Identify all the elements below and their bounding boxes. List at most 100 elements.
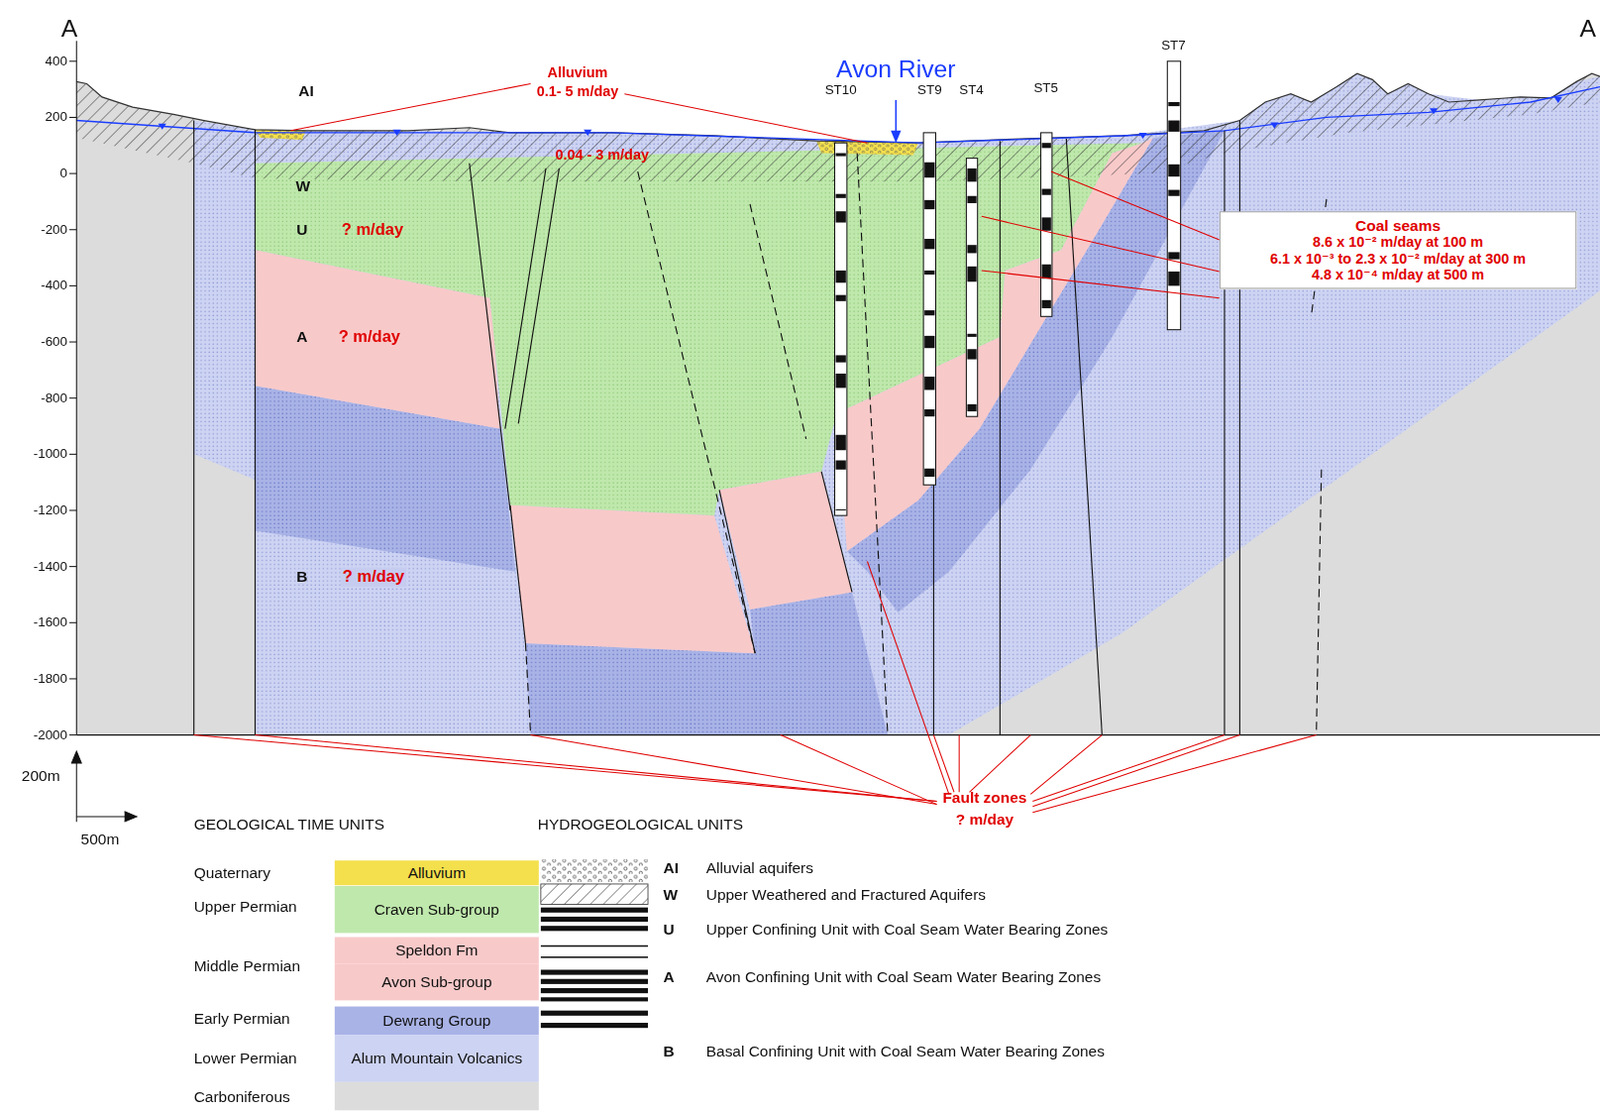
axis-tick-label: -2000 bbox=[33, 727, 68, 743]
coal-seam-bar bbox=[836, 194, 847, 199]
river-label: Avon River bbox=[836, 55, 956, 83]
conductivity-label: ? m/day bbox=[340, 567, 407, 586]
time-unit-label: Early Permian bbox=[194, 1009, 291, 1027]
legend-text: Craven Sub-group bbox=[374, 900, 500, 918]
axis-tick-label: -200 bbox=[40, 221, 68, 237]
coal-seam-bar bbox=[924, 200, 935, 210]
section-end-label: A bbox=[61, 14, 78, 42]
coal-seam-bar bbox=[924, 270, 935, 275]
callout-text: 6.1 x 10⁻³ to 2.3 x 10⁻² m/day at 300 m bbox=[1228, 250, 1568, 268]
unit-letter: U bbox=[662, 921, 674, 939]
legend-text: Speldon Fm bbox=[395, 941, 478, 959]
borehole-label: ST7 bbox=[1161, 38, 1186, 54]
callout-text: 4.8 x 10⁻⁴ m/day at 500 m bbox=[1228, 266, 1568, 284]
unit-letter: B bbox=[662, 1042, 674, 1060]
conductivity-label: ? m/day bbox=[341, 220, 404, 239]
coal-seam-bar bbox=[924, 468, 935, 477]
legend-text: Upper Weathered and Fractured Aquifers bbox=[706, 886, 986, 904]
coal-seam-bar bbox=[924, 238, 935, 249]
coal-seam-bar bbox=[1042, 216, 1052, 230]
unit-letter: AI bbox=[662, 859, 678, 877]
section-fills bbox=[76, 73, 1600, 735]
section-end-label: A bbox=[1579, 14, 1596, 42]
coal-seam-bar bbox=[1168, 271, 1179, 286]
borehole-label: ST10 bbox=[825, 82, 857, 98]
callout-text: 8.6 x 10⁻² m/day at 100 m bbox=[1228, 233, 1568, 251]
legend-swatch: Speldon Fm bbox=[334, 937, 539, 964]
coal-seam-bar bbox=[966, 333, 976, 337]
coal-seam-bar bbox=[1168, 164, 1179, 177]
coal-seams bbox=[836, 102, 1180, 511]
legend-text: Alluvial aquifers bbox=[706, 859, 814, 877]
axis-tick-label: -1600 bbox=[33, 615, 68, 631]
legend-swatch: Avon Sub-group bbox=[334, 962, 539, 1000]
fault-label: Fault zones bbox=[942, 789, 1027, 807]
legend-swatch: Alluvium bbox=[334, 859, 539, 885]
axis-tick-label: 200 bbox=[45, 109, 68, 125]
time-unit-label: Carboniferous bbox=[194, 1088, 291, 1106]
borehole-label: ST9 bbox=[917, 82, 943, 98]
unit-letter: A bbox=[296, 327, 308, 345]
unit-letter: AI bbox=[298, 82, 314, 100]
axis-tick-label: 400 bbox=[45, 53, 68, 69]
callout-box: Coal seams8.6 x 10⁻² m/day at 100 m6.1 x… bbox=[1219, 211, 1577, 289]
unit-letter: W bbox=[296, 178, 312, 196]
legend-text: Alluvium bbox=[408, 863, 466, 881]
coal-seam-bar bbox=[836, 460, 847, 470]
coal-seam-bar bbox=[966, 244, 976, 253]
legend-swatch: Alum Mountain Volcanics bbox=[334, 1034, 539, 1081]
legend-text: Avon Confining Unit with Coal Seam Water… bbox=[706, 967, 1101, 985]
coal-seam-bar bbox=[966, 168, 976, 182]
time-unit-label: Middle Permian bbox=[194, 958, 301, 975]
axis-tick-label: -800 bbox=[40, 390, 68, 406]
legend-heading: GEOLOGICAL TIME UNITS bbox=[194, 816, 385, 834]
fault-lines bbox=[76, 120, 1600, 736]
legend-text: Dewrang Group bbox=[382, 1011, 491, 1029]
coal-seam-bar bbox=[966, 196, 976, 204]
axis-tick-label: -1800 bbox=[33, 671, 68, 687]
legend-swatch: Craven Sub-group bbox=[334, 885, 539, 933]
leader-lines bbox=[194, 83, 1317, 812]
conductivity-label: 0.1- 5 m/day bbox=[536, 84, 620, 101]
legend-text: Avon Sub-group bbox=[381, 972, 492, 990]
axis-tick-label: -1200 bbox=[33, 503, 68, 519]
coal-seam-bar bbox=[836, 509, 847, 511]
coal-seam-bar bbox=[1168, 102, 1179, 107]
legend-text: Basal Confining Unit with Coal Seam Wate… bbox=[706, 1042, 1105, 1060]
axis-tick-label: -600 bbox=[40, 334, 68, 350]
conductivity-label: 0.04 - 3 m/day bbox=[554, 147, 649, 164]
coal-seam-bar bbox=[836, 152, 847, 156]
axis-tick-label: -1000 bbox=[33, 446, 68, 462]
legend-samples bbox=[334, 858, 648, 1110]
conductivity-label: ? m/day bbox=[338, 327, 401, 346]
legend-text: Alum Mountain Volcanics bbox=[351, 1050, 524, 1067]
coal-seam-bar bbox=[924, 310, 935, 316]
coal-seam-bar bbox=[966, 404, 976, 412]
legend-swatch: Dewrang Group bbox=[334, 1006, 539, 1036]
scale-label: 200m bbox=[21, 766, 61, 784]
coal-seam-bar bbox=[1168, 120, 1179, 132]
coal-seam-bar bbox=[924, 376, 935, 390]
axis-tick-label: 0 bbox=[60, 166, 68, 182]
callout-text: Coal seams bbox=[1228, 215, 1568, 234]
coal-seam-bar bbox=[966, 348, 976, 359]
unit-letter: B bbox=[296, 567, 308, 585]
borehole-label: ST4 bbox=[959, 82, 984, 98]
coal-seam-bar bbox=[1168, 190, 1179, 197]
coal-seam-bar bbox=[836, 373, 847, 388]
coal-seam-bar bbox=[1042, 300, 1052, 309]
coal-seam-bar bbox=[1042, 189, 1052, 196]
unit-letter: A bbox=[662, 967, 674, 985]
legend-heading: HYDROGEOLOGICAL UNITS bbox=[537, 816, 744, 834]
unit-letter: U bbox=[296, 220, 308, 238]
avon-river-arrow bbox=[890, 100, 901, 143]
borehole-label: ST5 bbox=[1033, 80, 1059, 96]
legend-text: Upper Confining Unit with Coal Seam Wate… bbox=[706, 921, 1109, 939]
time-unit-label: Upper Permian bbox=[194, 897, 298, 915]
coal-seam-bar bbox=[836, 434, 847, 450]
time-unit-label: Lower Permian bbox=[194, 1050, 298, 1067]
coal-seam-bar bbox=[836, 211, 847, 222]
coal-seam-bar bbox=[1042, 264, 1052, 279]
